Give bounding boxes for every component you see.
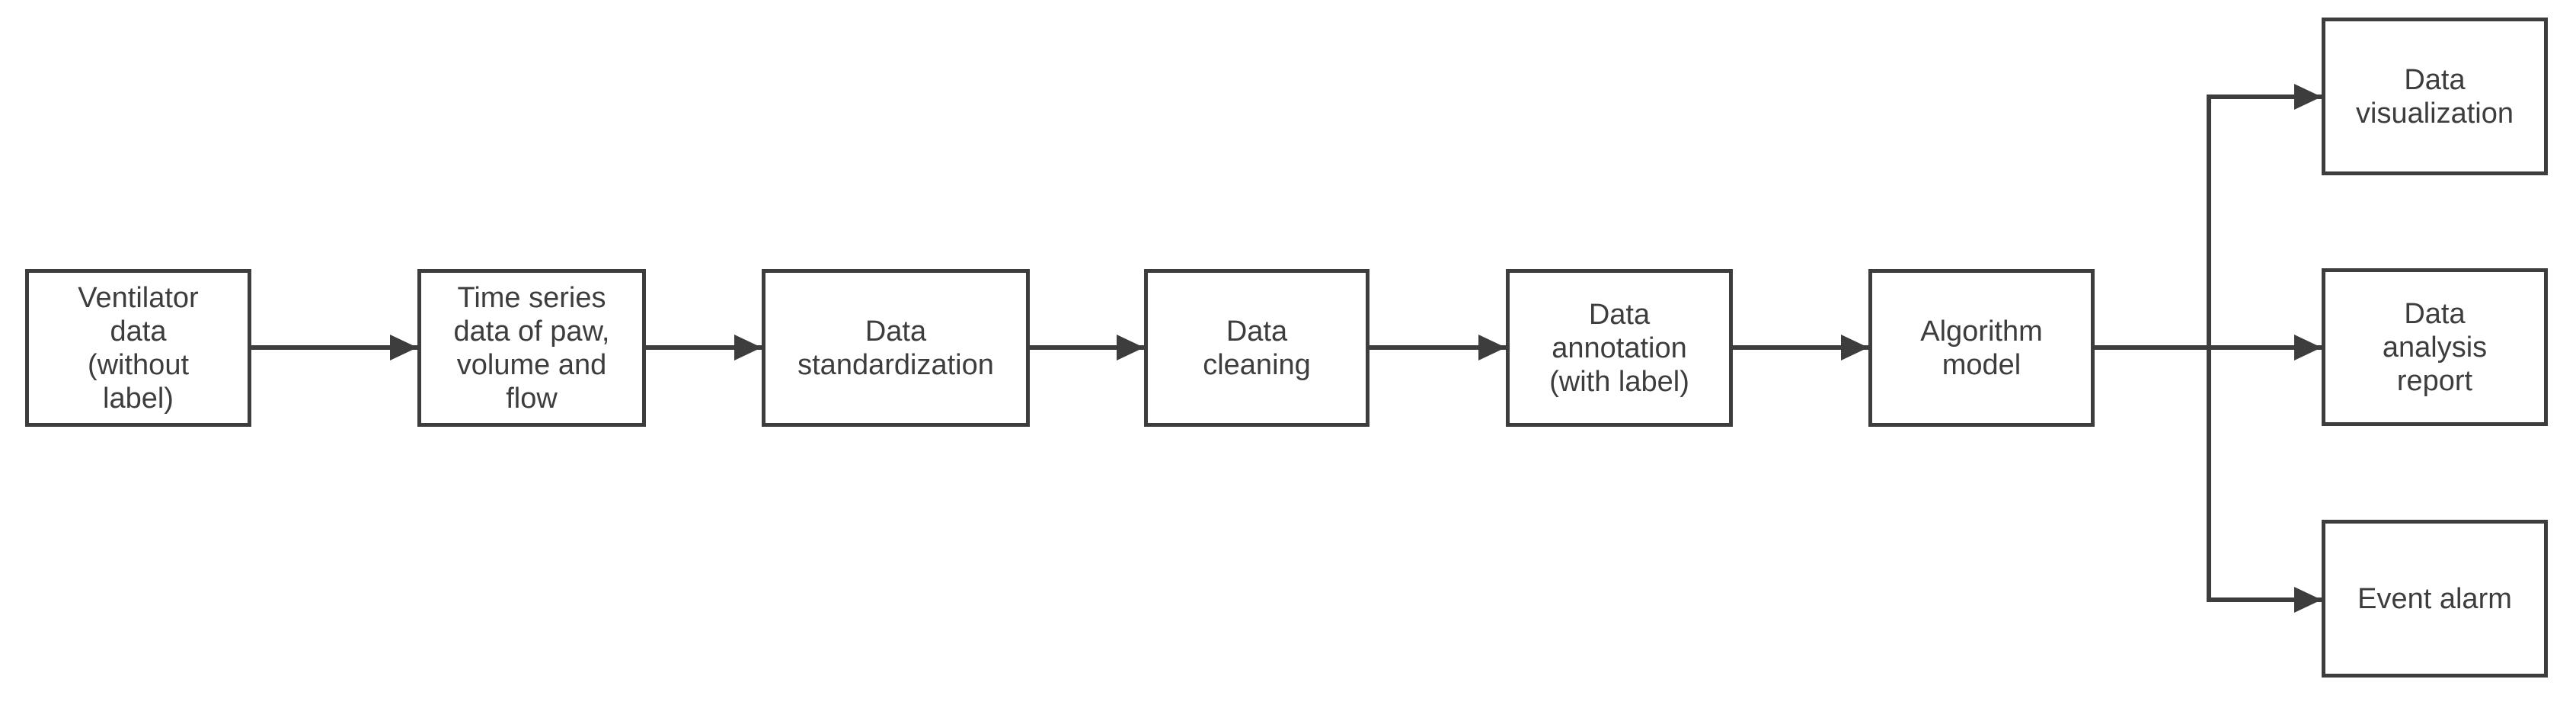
node-algorithm-model: Algorithm model [1868,269,2095,427]
node-data-standardization: Data standardization [762,269,1030,427]
node-time-series-data: Time series data of paw, volume and flow [417,269,646,427]
node-data-analysis-report: Data analysis report [2322,268,2548,426]
node-event-alarm: Event alarm [2322,520,2548,678]
node-data-annotation: Data annotation (with label) [1506,269,1733,427]
node-data-cleaning: Data cleaning [1144,269,1369,427]
node-data-visualization: Data visualization [2322,18,2548,175]
node-ventilator-data: Ventilator data (without label) [25,269,251,427]
